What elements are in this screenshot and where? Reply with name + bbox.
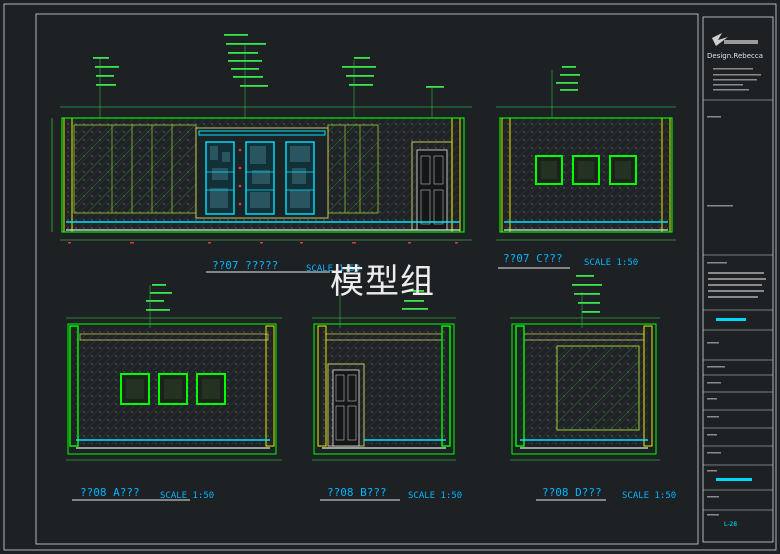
elevation-3 bbox=[66, 284, 282, 501]
elevation-2 bbox=[496, 66, 676, 269]
elevation-1 bbox=[51, 34, 472, 273]
elevation-1-title: ??07 ????? bbox=[212, 259, 279, 272]
elevation-5 bbox=[510, 275, 660, 501]
elevation-4-scale: SCALE 1:50 bbox=[408, 491, 463, 501]
elevation-2-title: ??07 C??? bbox=[503, 252, 563, 265]
elevation-4 bbox=[312, 290, 456, 501]
elevation-5-scale: SCALE 1:50 bbox=[622, 491, 677, 501]
elevation-5-title: ??08 D??? bbox=[542, 486, 602, 499]
sheet-outer-frame bbox=[3, 3, 777, 551]
elevation-2-scale: SCALE 1:50 bbox=[584, 258, 639, 268]
logo-mark-icon bbox=[712, 33, 728, 46]
elevation-4-title: ??08 B??? bbox=[327, 486, 387, 499]
sheet-inner-frame bbox=[35, 13, 699, 545]
elevation-3-scale: SCALE 1:50 bbox=[160, 491, 215, 501]
elevation-3-title: ??08 A??? bbox=[80, 486, 140, 499]
title-block bbox=[702, 16, 774, 543]
brand-name: Design.Rebecca bbox=[707, 52, 763, 60]
watermark-text: 模型组 bbox=[330, 262, 435, 302]
page-number: L-28 bbox=[724, 521, 738, 528]
elevation-1-scale: SCALE 1:50 bbox=[306, 264, 361, 274]
